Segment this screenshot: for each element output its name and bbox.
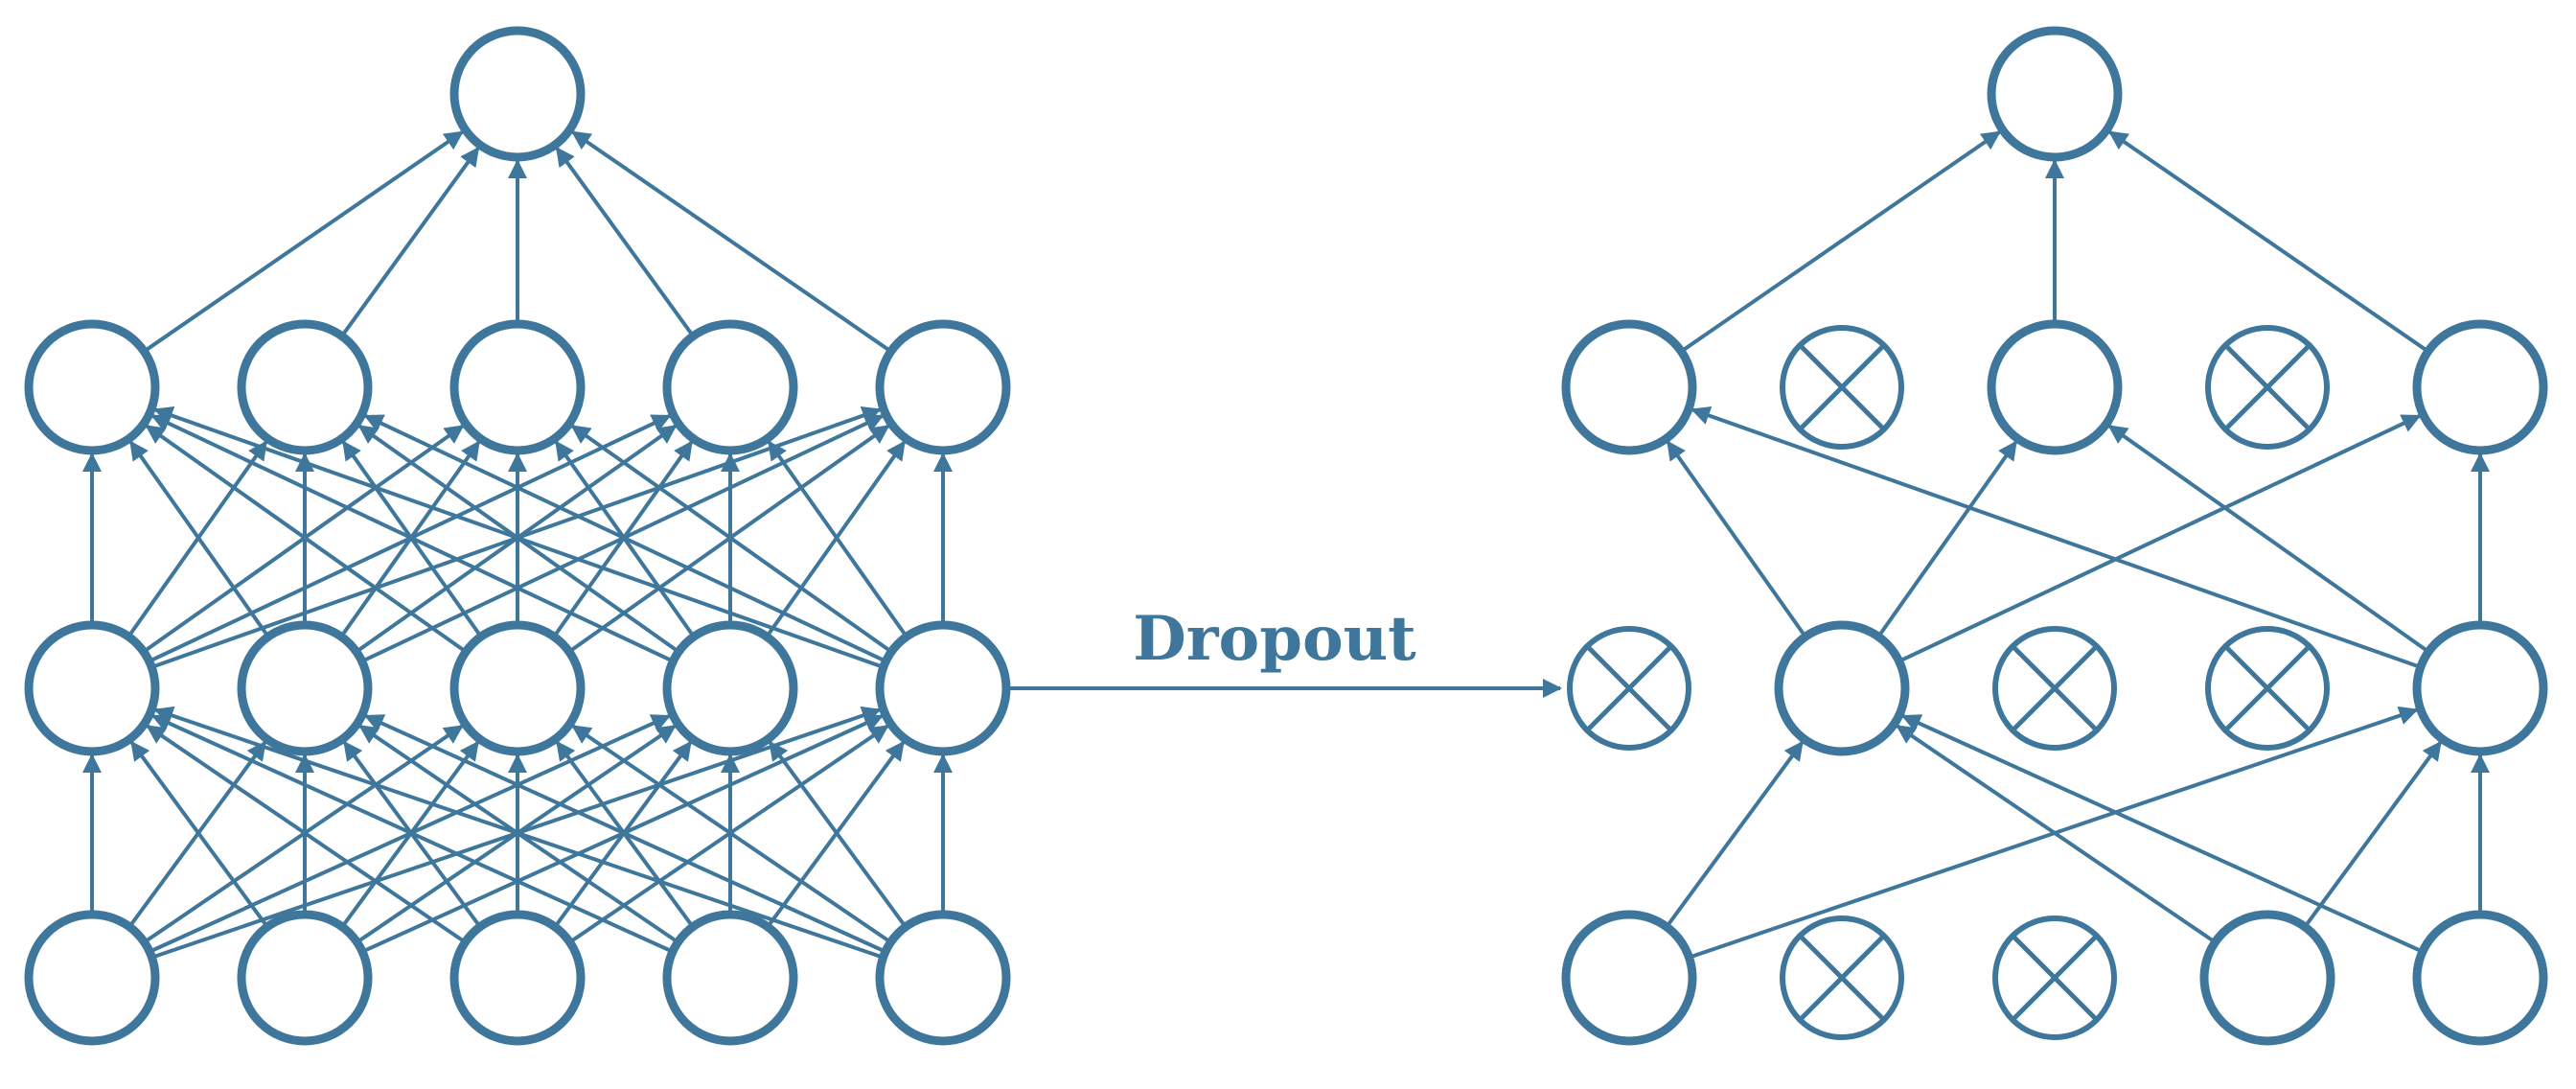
dropped-cross-icon (2010, 933, 2100, 1023)
standard-edge (143, 130, 465, 354)
standard-edge (145, 424, 468, 654)
thinned-edge (2107, 424, 2430, 654)
thinned-edge (1665, 740, 1805, 929)
standard-net-hidden1-node (24, 620, 160, 756)
thinned-edge (1876, 440, 2018, 638)
thinned-net-hidden1-node-dropped (1567, 626, 1691, 751)
thinned-net-input-node-dropped (1992, 915, 2117, 1040)
standard-net-input-node (237, 910, 373, 1046)
standard-net-input-node (24, 910, 160, 1046)
thinned-net-input-node (1561, 910, 1697, 1046)
thinned-net-hidden1-node-dropped (2205, 626, 2330, 751)
thinned-edge (2107, 130, 2429, 354)
thinned-edge (2303, 740, 2443, 929)
thinned-net-hidden2-node (1561, 319, 1697, 455)
standard-net-hidden2-node (24, 319, 160, 455)
thinned-net-output-node (1987, 26, 2123, 162)
standard-net-hidden2-node (237, 319, 373, 455)
standard-net-input-node (449, 910, 586, 1046)
standard-edge (570, 424, 893, 654)
standard-edge (555, 147, 695, 337)
standard-edge (768, 740, 908, 929)
standard-edge (146, 724, 467, 944)
dropped-cross-icon (2222, 342, 2312, 432)
dropped-cross-icon (1584, 643, 1674, 733)
standard-edge (363, 714, 886, 954)
standard-edge (150, 414, 675, 663)
nodes-layer (24, 26, 2548, 1046)
thinned-net-hidden1-node-dropped (1992, 626, 2117, 751)
dropout-label: Dropout (1133, 603, 1416, 675)
standard-edge (150, 714, 674, 954)
standard-edge (570, 130, 892, 354)
thinned-net-input-node-dropped (1780, 915, 1904, 1040)
thinned-edge (1666, 440, 1807, 638)
thinned-edge (1900, 714, 2424, 954)
thinned-net-input-node (2199, 910, 2335, 1046)
dropped-cross-icon (1797, 933, 1887, 1023)
dropped-cross-icon (1797, 342, 1887, 432)
standard-net-input-node (875, 910, 1011, 1046)
standard-net-hidden1-node (662, 620, 798, 756)
standard-edge (767, 440, 908, 638)
thinned-net-hidden1-node (1774, 620, 1910, 756)
standard-edge (153, 405, 885, 669)
standard-edge (363, 414, 887, 663)
standard-net-hidden1-node (449, 620, 586, 756)
standard-net-output-node (449, 26, 586, 162)
dropped-cross-icon (2222, 643, 2312, 733)
thinned-net-hidden2-node-dropped (1780, 325, 1904, 450)
standard-net-hidden1-node (875, 620, 1011, 756)
standard-edge (128, 440, 270, 638)
standard-edge (129, 740, 269, 929)
thinned-edge (1680, 130, 2002, 354)
dropout-transition: Dropout (1006, 603, 1562, 698)
thinned-net-input-node (2412, 910, 2548, 1046)
thinned-edge (1896, 724, 2217, 944)
thinned-edge (1690, 405, 2422, 669)
standard-edge (340, 147, 480, 337)
thinned-net-hidden2-node (1987, 319, 2123, 455)
thinned-net-hidden2-node-dropped (2205, 325, 2330, 450)
standard-net-input-node (662, 910, 798, 1046)
standard-net-hidden2-node (449, 319, 586, 455)
standard-net-hidden1-node (237, 620, 373, 756)
standard-net-hidden2-node (662, 319, 798, 455)
thinned-net-hidden1-node (2412, 620, 2548, 756)
standard-net-hidden2-node (875, 319, 1011, 455)
standard-edge (571, 724, 892, 944)
edges-layer (82, 130, 2490, 960)
dropped-cross-icon (2010, 643, 2100, 733)
standard-edge (153, 706, 885, 960)
thinned-net-hidden2-node (2412, 319, 2548, 455)
thinned-edge (1898, 414, 2422, 663)
